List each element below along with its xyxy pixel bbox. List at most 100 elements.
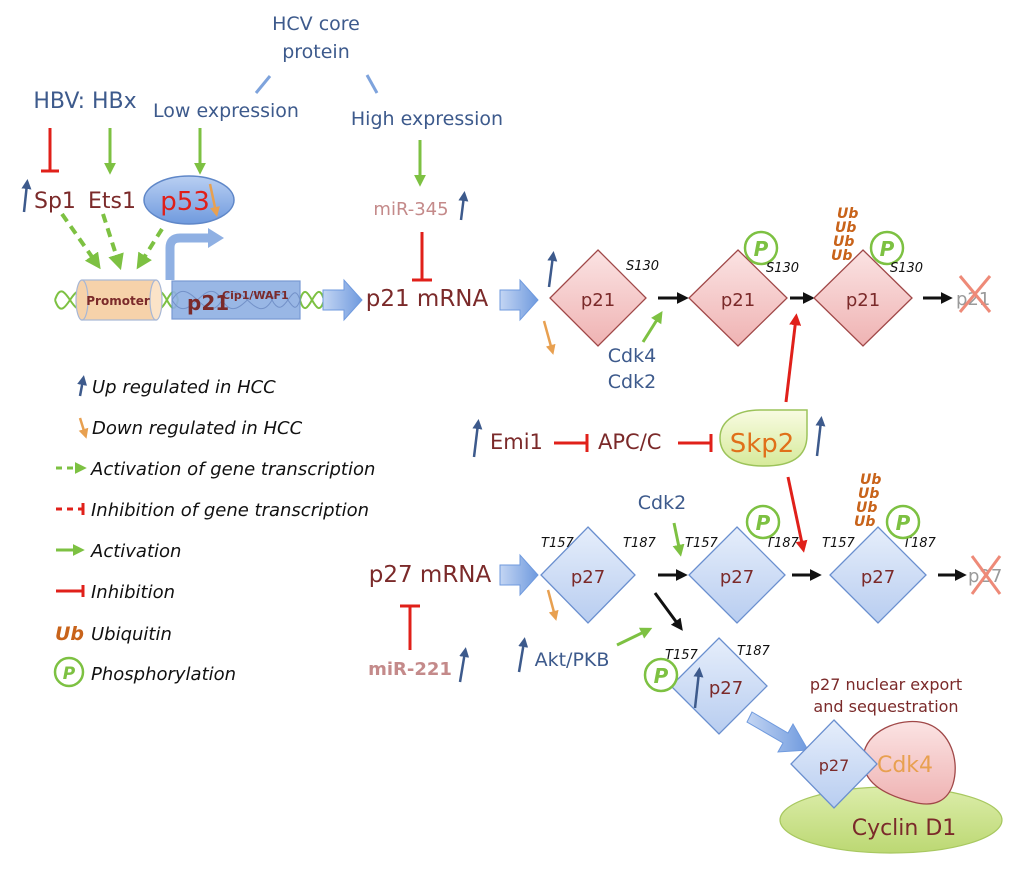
legend-item-inhibition-transcription: Inhibition of gene transcription xyxy=(56,500,369,521)
s130-site-label: S130 xyxy=(626,259,659,274)
phosphorylation-label: P xyxy=(880,237,895,261)
hcv-core-label-2: protein xyxy=(282,41,350,63)
phosphorylation-label: P xyxy=(756,511,771,535)
p27-unmodified: p27 T157 T187 xyxy=(540,526,656,624)
degraded-cross-icon xyxy=(958,275,992,313)
akt-label: Akt/PKB xyxy=(535,649,610,671)
p27-label: p27 xyxy=(571,567,605,588)
t187-site-label: T187 xyxy=(737,644,770,659)
p21-label: p21 xyxy=(581,290,615,311)
gene-superscript: Cip1/WAF1 xyxy=(222,289,289,302)
p21-gene-box: p21 Cip1/WAF1 xyxy=(171,280,301,320)
t157-site-label: T157 xyxy=(822,536,855,551)
transcription-start-arrowhead xyxy=(208,228,224,248)
legend-label: Ubiquitin xyxy=(91,624,172,645)
phosphorylation-label: P xyxy=(654,664,669,688)
phosphorylation-icon xyxy=(643,657,679,693)
legend-item-activation-transcription: Activation of gene transcription xyxy=(56,459,375,480)
mrna-to-p21-arrow xyxy=(499,278,539,322)
p21-label: p21 xyxy=(721,290,755,311)
legend-label: Phosphorylation xyxy=(91,664,236,685)
ubiquitin-mark: Ub xyxy=(854,514,875,530)
phosphorylation-icon xyxy=(885,504,921,540)
sp1-label: Sp1 xyxy=(34,189,76,214)
t157-site-label: T157 xyxy=(685,536,718,551)
apcc-label: APC/C xyxy=(598,430,661,454)
phosphorylation-label: P xyxy=(63,664,76,684)
p27-ubiquitinated: p27 T157 T187 P Ub Ub Ub Ub xyxy=(822,472,936,624)
sp1-up-icon xyxy=(21,179,32,213)
p27-label: p27 xyxy=(720,567,754,588)
ubiquitin-mark: Ub xyxy=(831,248,852,264)
p21-mrna-label: p21 mRNA xyxy=(366,286,489,312)
legend-label: Inhibition of gene transcription xyxy=(91,500,369,521)
akt-up-icon xyxy=(517,637,529,673)
gene-to-mrna-arrow xyxy=(322,278,363,322)
p27-sequestered-node xyxy=(790,719,878,809)
cdk2-label: Cdk2 xyxy=(608,371,656,393)
p21-up-icon xyxy=(547,251,558,288)
export-label-1: p27 nuclear export xyxy=(810,675,962,694)
nuclear-export-arrow xyxy=(746,711,809,753)
skp2-node xyxy=(719,409,808,467)
p21-down-icon xyxy=(542,320,556,355)
skp2-up-icon xyxy=(815,416,826,457)
mir221-label: miR-221 xyxy=(368,659,452,680)
p53-down-icon xyxy=(208,183,220,217)
cdk2-activates-p27-phosphorylation xyxy=(672,522,685,557)
cyclin-d1-label: Cyclin D1 xyxy=(852,816,957,841)
p21-ubiquitinated: p21 P S130 Ub Ub Ub Ub xyxy=(813,206,923,347)
phosphorylation-label: P xyxy=(754,237,769,261)
gene-label: p21 xyxy=(187,291,229,315)
p53-activates-promoter xyxy=(136,227,164,270)
dashed-inhibition-icon xyxy=(56,503,85,515)
p27-t157-phosphorylated: p27 T157 T187 P xyxy=(643,637,770,735)
p27-down-icon xyxy=(546,589,559,621)
cdk4-node xyxy=(862,720,956,805)
p27-phosphorylated: p27 T157 T187 P xyxy=(685,504,799,624)
ets1-activates-promoter xyxy=(101,213,124,271)
high-expression-label: High expression xyxy=(351,108,503,130)
phosphorylation-icon xyxy=(745,504,781,540)
mir221-up-icon xyxy=(458,647,470,683)
p21-phosphorylated: p21 P S130 xyxy=(688,230,799,347)
legend-item-phosphorylation: P Phosphorylation xyxy=(53,656,236,688)
p53-label: p53 xyxy=(160,187,210,217)
phosphorylation-icon xyxy=(743,230,779,266)
up-arrow-icon xyxy=(77,375,87,397)
ubiquitin-mark: Ub xyxy=(860,472,881,488)
low-expression-label: Low expression xyxy=(153,100,299,122)
mir345-label: miR-345 xyxy=(373,199,448,220)
skp2-targets-p27 xyxy=(786,476,808,553)
legend-label: Inhibition xyxy=(91,582,175,603)
akt-activates-p27-phosphorylation xyxy=(616,627,653,647)
skp2-label: Skp2 xyxy=(730,429,795,459)
export-label-2: and sequestration xyxy=(813,697,958,716)
mrna-to-p27-arrow xyxy=(499,553,539,597)
t187-site-label: T187 xyxy=(903,536,936,551)
p27-to-cytoplasmic-arrow xyxy=(653,592,683,631)
t157-site-label: T157 xyxy=(541,536,574,551)
legend-item-up: Up regulated in HCC xyxy=(77,375,276,398)
ubiquitin-icon: Ub xyxy=(55,623,84,645)
skp2-targets-p21 xyxy=(784,313,802,403)
promoter-label: Promoter xyxy=(86,294,150,308)
cyclin-d1-cdk4-p27-complex: Cyclin D1 Cdk4 p27 xyxy=(779,719,1003,854)
emi1-label: Emi1 xyxy=(490,430,543,454)
down-arrow-icon xyxy=(78,417,89,439)
t187-site-label: T187 xyxy=(766,536,799,551)
cdk-activates-p21-phosphorylation xyxy=(641,310,663,343)
legend-item-activation: Activation xyxy=(56,541,181,562)
phosphorylation-label: P xyxy=(896,511,911,535)
legend-label: Activation xyxy=(90,541,181,562)
ubiquitin-mark: Ub xyxy=(837,206,858,222)
transcription-start-arrow xyxy=(165,233,210,280)
legend-label: Activation of gene transcription xyxy=(90,459,375,480)
p27-up-icon xyxy=(693,667,704,709)
ubiquitin-mark: Ub xyxy=(833,234,854,250)
ubiquitin-mark: Ub xyxy=(856,500,877,516)
promoter-cylinder: Promoter xyxy=(75,279,163,321)
ubiquitin-mark: Ub xyxy=(835,220,856,236)
cdk4-label: Cdk4 xyxy=(608,345,656,367)
